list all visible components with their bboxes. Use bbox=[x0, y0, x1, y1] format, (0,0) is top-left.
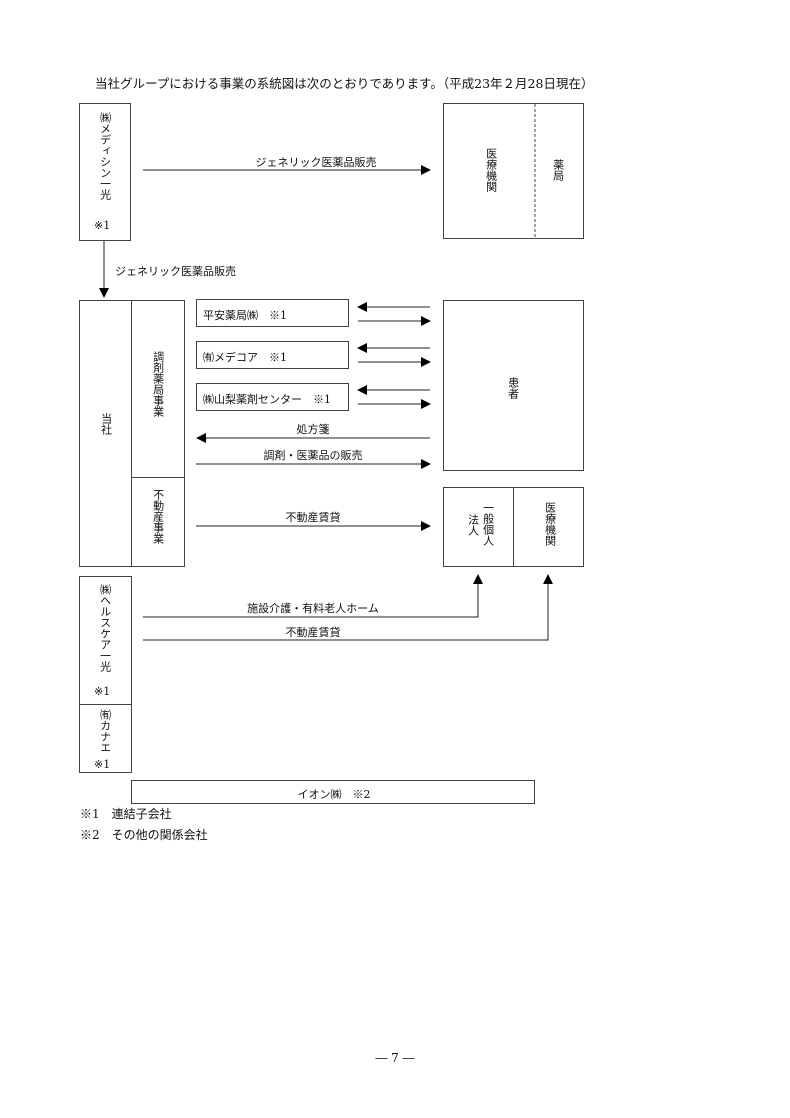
nursing-home-label: 施設介護・有料老人ホーム bbox=[247, 602, 379, 615]
company-name: 当社 bbox=[99, 413, 113, 435]
medical-pharmacy-box: 医療機関 薬局 bbox=[443, 103, 584, 239]
pharmacy-label: 薬局 bbox=[551, 159, 565, 181]
healthcare-ikko-note: ※1 bbox=[94, 685, 111, 698]
page-number: ― 7 ― bbox=[375, 1051, 415, 1065]
kanae-note: ※1 bbox=[94, 758, 111, 771]
healthcare-ikko-box: ㈱ヘルスケア一光 ※1 ㈲カナエ ※1 bbox=[79, 576, 132, 773]
generic-sales-label: ジェネリック医薬品販売 bbox=[255, 156, 377, 169]
subsidiary-label: ㈲メデコア ※1 bbox=[203, 351, 287, 364]
footnote-2: ※2 その他の関係会社 bbox=[80, 828, 208, 842]
arrow-real-estate-lease-2 bbox=[143, 574, 553, 641]
segment-real-estate: 不動産事業 bbox=[151, 489, 165, 544]
subsidiary-yamanashi: ㈱山梨薬剤センター ※1 bbox=[196, 383, 349, 411]
tenant-individual: 一般個人 bbox=[481, 502, 495, 546]
footnote-1: ※1 連結子会社 bbox=[80, 807, 172, 821]
healthcare-ikko-name: ㈱ヘルスケア一光 bbox=[98, 584, 112, 672]
patients-box: 患者 bbox=[443, 300, 584, 471]
subsidiary-label: 平安薬局㈱ ※1 bbox=[203, 309, 287, 322]
dispensing-sales-label: 調剤・医薬品の販売 bbox=[263, 449, 363, 462]
arrow-nursing-home bbox=[143, 574, 483, 618]
medical-institution-label: 医療機関 bbox=[484, 148, 498, 192]
divider bbox=[131, 477, 184, 478]
tenant-medical: 医療機関 bbox=[543, 502, 557, 546]
real-estate-lease-label: 不動産賃貸 bbox=[285, 511, 341, 524]
segment-dispensing: 調剤薬局事業 bbox=[151, 351, 165, 417]
subsidiary-medecore: ㈲メデコア ※1 bbox=[196, 341, 349, 369]
kanae-name: ㈲カナエ bbox=[98, 709, 112, 753]
generic-sales-down-label: ジェネリック医薬品販売 bbox=[115, 265, 236, 278]
real-estate-lease-2-label: 不動産賃貸 bbox=[285, 626, 341, 639]
page-title: 当社グループにおける事業の系統図は次のとおりであります。（平成23年２月28日現… bbox=[95, 76, 594, 91]
tenant-corporation: 法人 bbox=[466, 514, 480, 536]
tenants-box: 一般個人 法人 医療機関 bbox=[443, 487, 584, 567]
prescription-label: 処方箋 bbox=[296, 423, 330, 436]
medicine-ikko-name: ㈱メディシン一光 bbox=[98, 112, 112, 200]
subsidiary-label: ㈱山梨薬剤センター ※1 bbox=[203, 393, 331, 406]
divider bbox=[131, 301, 132, 566]
aeon-label: イオン㈱ ※2 bbox=[297, 788, 371, 801]
divider bbox=[80, 704, 131, 705]
company-box: 当社 調剤薬局事業 不動産事業 bbox=[79, 300, 185, 567]
medicine-ikko-note: ※1 bbox=[94, 219, 111, 232]
subsidiary-heian: 平安薬局㈱ ※1 bbox=[196, 299, 349, 327]
patients-label: 患者 bbox=[506, 377, 520, 399]
medicine-ikko-box: ㈱メディシン一光 ※1 bbox=[79, 103, 131, 241]
aeon-box: イオン㈱ ※2 bbox=[131, 780, 535, 804]
divider bbox=[513, 488, 514, 566]
